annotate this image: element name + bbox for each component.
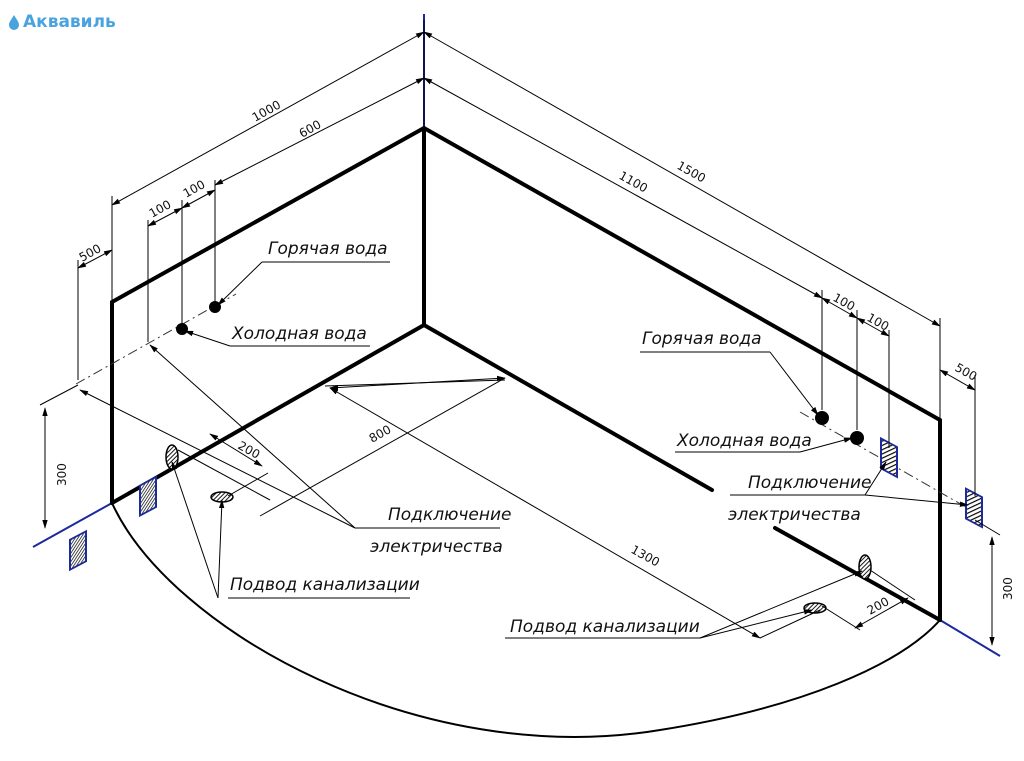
dim-100-b: 100: [181, 177, 208, 200]
dim-1300: 1300: [629, 542, 663, 569]
water-drop-icon: [9, 15, 19, 30]
label-hot-water-left: Горячая вода: [268, 239, 388, 259]
drain-outlet-icon: [858, 554, 872, 580]
label-drain-right: Подвод канализации: [510, 617, 700, 637]
pipe-outlet-icon: [850, 431, 864, 445]
dimension-texts: 1000 600 100 100 500 300 200 800 1500 11…: [55, 98, 1015, 618]
label-electricity-right-1: Подключение: [748, 473, 872, 493]
electrical-socket-icon: [139, 475, 157, 518]
drain-outlet-icon: [165, 444, 179, 470]
label-electricity-left-2: электричества: [370, 537, 503, 557]
label-hot-water-right: Горячая вода: [642, 329, 762, 349]
electrical-socket-icon: [965, 487, 983, 529]
bathtub-outline: [110, 125, 942, 738]
back-walls: [110, 125, 942, 622]
brand-name: Аквавиль: [23, 12, 116, 32]
label-cold-water-left: Холодная вода: [231, 324, 367, 344]
label-drain-left: Подвод канализации: [230, 575, 420, 595]
label-electricity-right-2: электричества: [728, 505, 861, 525]
floor-edge-right-a: [422, 323, 714, 492]
dim-300-left: 300: [55, 463, 69, 486]
leader-lines: [79, 261, 969, 639]
left-axis: [32, 502, 113, 548]
dim-300-right: 300: [1001, 577, 1015, 600]
floor-edge-right-b: [773, 526, 942, 622]
dim-800: 800: [367, 422, 394, 445]
electrical-socket-icon: [69, 529, 87, 572]
dim-600: 600: [297, 117, 324, 140]
floor-edge-left: [110, 323, 426, 505]
right-axis: [939, 619, 1001, 657]
dim-100-a: 100: [147, 197, 174, 220]
label-electricity-left-1: Подключение: [388, 505, 512, 525]
coordinate-axes: [32, 14, 1001, 657]
label-cold-water-right: Холодная вода: [676, 431, 812, 451]
front-arc: [111, 502, 941, 738]
dim-1000: 1000: [250, 98, 284, 125]
brand-logo: Аквавиль: [8, 10, 116, 34]
labels: Горячая вода Холодная вода Подключение э…: [230, 239, 872, 637]
dimension-lines: [39, 20, 1001, 646]
right-wall-connections: [803, 411, 983, 614]
dim-200-right: 200: [865, 594, 892, 617]
dim-1500: 1500: [675, 158, 709, 185]
dim-1100: 1100: [617, 168, 651, 195]
